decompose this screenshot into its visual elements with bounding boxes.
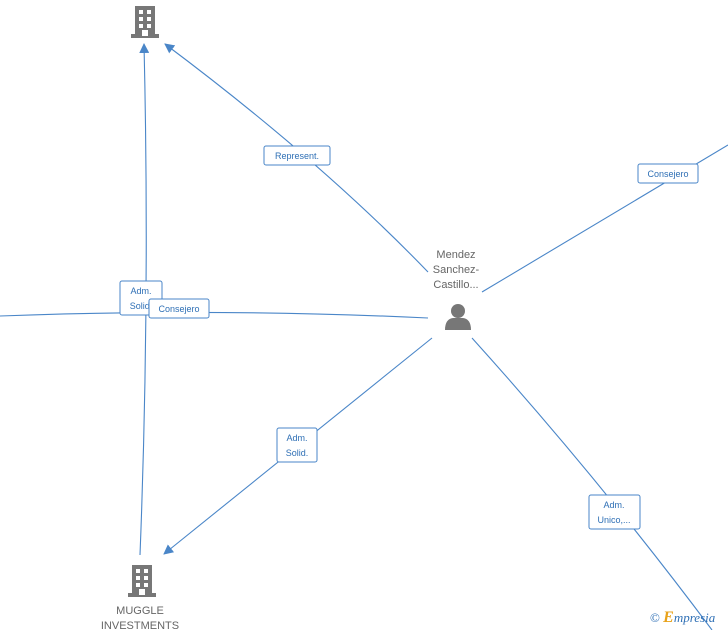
svg-text:Adm.: Adm. — [130, 286, 151, 296]
building-icon[interactable] — [131, 6, 159, 38]
person-label-line3[interactable]: Castillo... — [433, 279, 478, 291]
muggle-label-line2[interactable]: INVESTMENTS — [101, 620, 179, 630]
edge-label-adm-solid-muggle[interactable]: Adm. Solid. — [276, 427, 318, 463]
svg-text:Solid.: Solid. — [130, 301, 153, 311]
svg-text:Consejero: Consejero — [647, 169, 688, 179]
brand-initial: E — [663, 609, 674, 626]
muggle-label-line1[interactable]: MUGGLE — [116, 605, 164, 617]
edge-label-adm-unico[interactable]: Adm. Unico,... — [588, 494, 641, 530]
edge-label-consejero-left[interactable]: Consejero — [148, 298, 210, 319]
svg-text:Adm.: Adm. — [603, 500, 624, 510]
brand-rest: mpresia — [673, 610, 716, 625]
svg-text:Consejero: Consejero — [158, 304, 199, 314]
edge-label-represent[interactable]: Represent. — [263, 145, 331, 166]
building-icon[interactable] — [128, 565, 156, 597]
edge-line-consejero-left — [0, 311, 429, 319]
edge-line-adm-unico — [471, 337, 713, 630]
person-label-line1[interactable]: Mendez — [436, 249, 475, 261]
person-label-line2[interactable]: Sanchez- — [433, 264, 480, 276]
copyright-symbol: © — [650, 610, 660, 625]
empresia-watermark: © Empresia — [650, 609, 715, 627]
svg-text:Adm.: Adm. — [286, 433, 307, 443]
svg-text:Solid.: Solid. — [286, 448, 309, 458]
svg-text:Unico,...: Unico,... — [597, 515, 630, 525]
person-icon[interactable] — [445, 304, 471, 330]
svg-text:Represent.: Represent. — [275, 151, 319, 161]
edge-label-consejero-right[interactable]: Consejero — [637, 163, 699, 184]
